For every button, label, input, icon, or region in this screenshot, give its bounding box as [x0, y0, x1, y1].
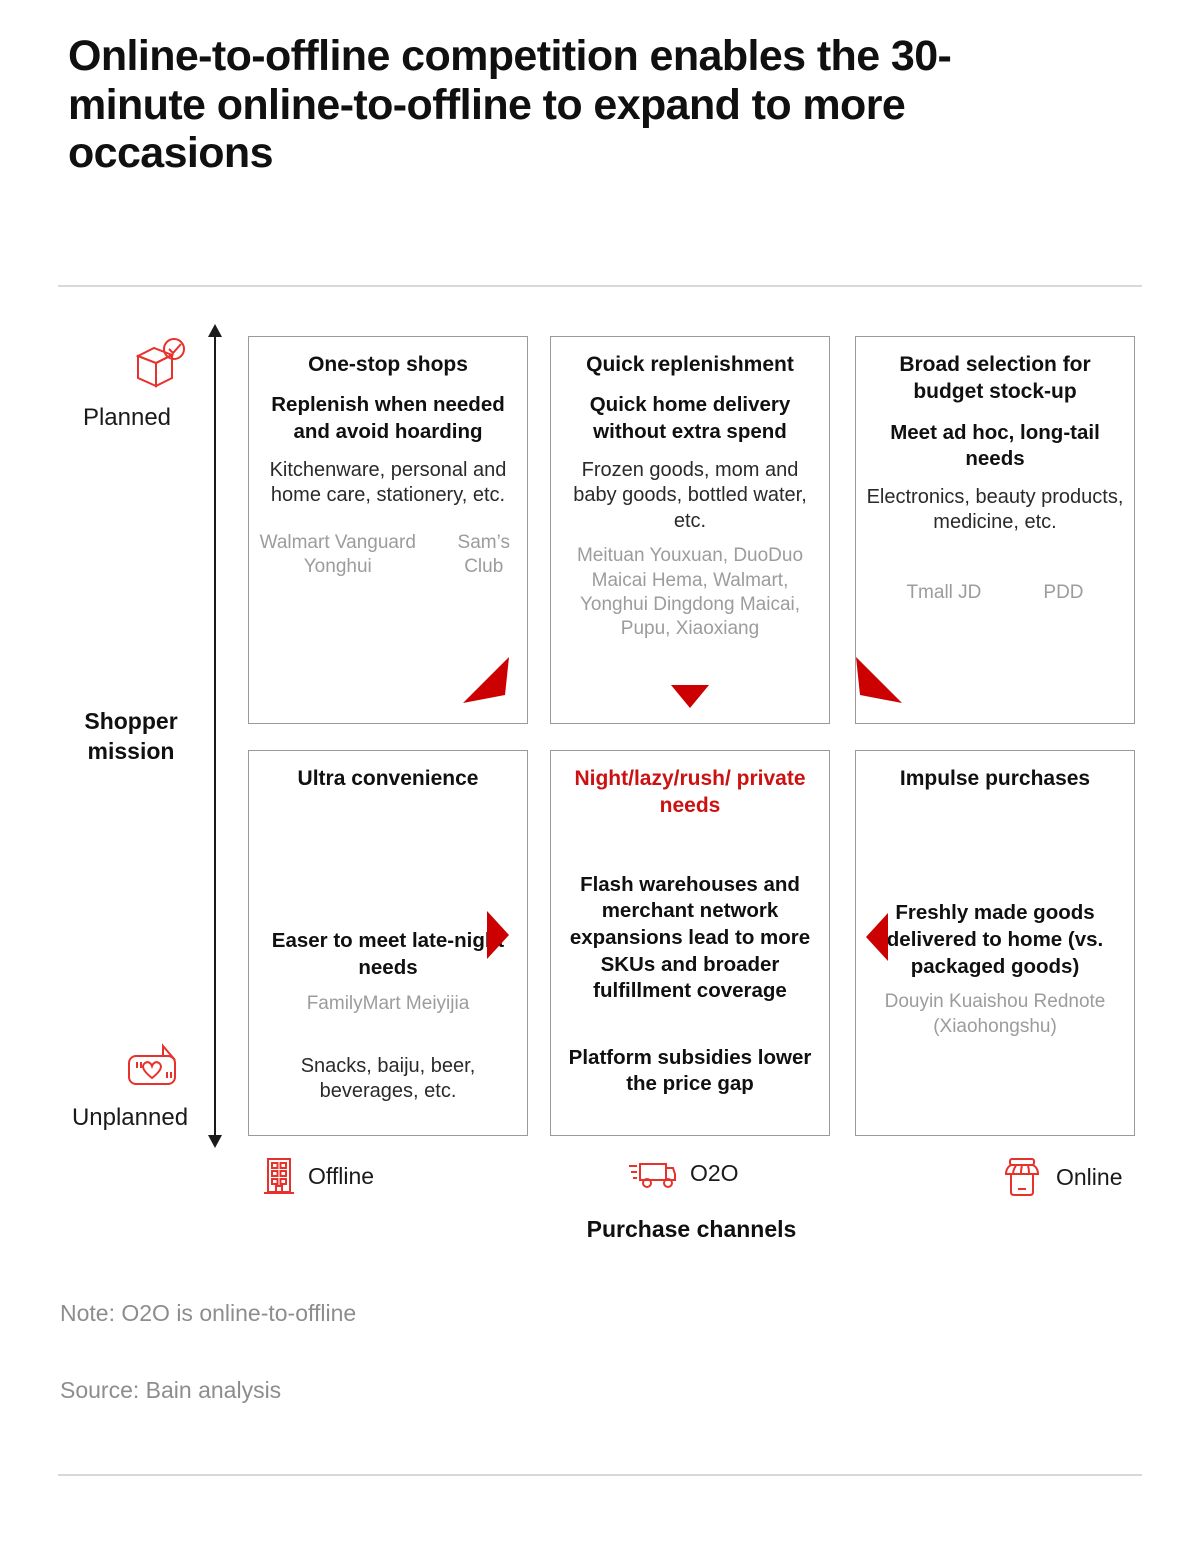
cell-header: Impulse purchases	[899, 767, 1091, 790]
brand-a: Tmall JD	[906, 582, 982, 604]
unplanned-heart-bubble-icon	[123, 1042, 185, 1099]
cell-brands: Tmall JD PDD	[866, 582, 1124, 604]
cell-subhead: Quick home delivery without extra spend	[589, 393, 791, 443]
cell-header: Quick replenishment	[586, 353, 794, 376]
cell-subhead: Freshly made goods delivered to home (vs…	[886, 901, 1104, 978]
channel-o2o[interactable]: O2O	[628, 1156, 739, 1190]
cell-subhead: Meet ad hoc, long-tail needs	[890, 420, 1100, 471]
cell-subhead: Replenish when needed and avoid hoarding	[271, 393, 505, 443]
channel-online[interactable]: Online	[1000, 1156, 1122, 1198]
cell-body: Frozen goods, mom and baby goods, bottle…	[573, 458, 807, 532]
cell-broad-selection[interactable]: Broad selection for budget stock-up Meet…	[855, 336, 1135, 724]
footer-note: Note: O2O is online-to-offline	[60, 1300, 357, 1326]
planned-box-check-icon	[128, 336, 192, 399]
red-diagonal-arrow-bottom-left-icon	[856, 655, 912, 712]
brand-group-left: Walmart Vanguard Yonghui	[259, 531, 416, 578]
x-axis-title: Purchase channels	[586, 1216, 797, 1242]
divider-bottom	[58, 1474, 1142, 1476]
cell-brands: FamilyMart Meiyijia	[306, 992, 470, 1014]
y-axis-title: Shopper mission	[84, 708, 178, 765]
red-diagonal-arrow-bottom-right-icon	[453, 655, 511, 712]
cell-header: Night/lazy/rush/ private needs	[574, 767, 806, 818]
page-title: Online-to-offline competition enables th…	[68, 32, 952, 178]
building-icon	[264, 1158, 294, 1194]
divider-top	[58, 285, 1142, 287]
cell-body: Electronics, beauty products, medicine, …	[866, 485, 1124, 534]
axis-label-planned: Planned	[82, 404, 172, 431]
cell-ultra-convenience[interactable]: Ultra convenience Easer to meet late-nig…	[248, 750, 528, 1136]
cell-header: One-stop shops	[308, 353, 468, 376]
axis-arrow-down-icon	[208, 1135, 222, 1148]
shopper-mission-axis	[208, 324, 222, 1148]
cell-subhead: Flash warehouses and merchant network ex…	[569, 872, 811, 1003]
cell-body: Snacks, baiju, beer, beverages, etc.	[300, 1054, 476, 1103]
brand-group-right: Sam’s Club	[457, 531, 510, 578]
storefront-icon	[1004, 1158, 1040, 1196]
channel-label: Offline	[308, 1162, 375, 1189]
cell-one-stop-shops[interactable]: One-stop shops Replenish when needed and…	[248, 336, 528, 724]
red-triangle-left-icon	[866, 913, 888, 961]
red-triangle-down-icon	[671, 685, 709, 708]
cell-quick-replenishment[interactable]: Quick replenishment Quick home delivery …	[550, 336, 830, 724]
cell-header: Broad selection for budget stock-up	[899, 353, 1091, 404]
brand-b: PDD	[1043, 582, 1084, 604]
cell-subhead: Easer to meet late-night needs	[271, 929, 505, 979]
cell-header: Ultra convenience	[297, 767, 479, 790]
channel-offline[interactable]: Offline	[262, 1156, 374, 1196]
cell-impulse-purchases[interactable]: Impulse purchases Freshly made goods del…	[855, 750, 1135, 1136]
cell-night-lazy-rush-private-needs[interactable]: Night/lazy/rush/ private needs Flash war…	[550, 750, 830, 1136]
cell-brands: Douyin Kuaishou Rednote (Xiaohongshu)	[884, 991, 1106, 1037]
axis-arrow-up-icon	[208, 324, 222, 337]
cell-brands: Walmart Vanguard Yonghui Sam’s Club	[259, 531, 517, 580]
cell-brands: Meituan Youxuan, DuoDuo Maicai Hema, Wal…	[576, 545, 804, 640]
footer-source: Source: Bain analysis	[60, 1377, 282, 1403]
red-triangle-right-icon	[487, 911, 509, 959]
cell-subhead-secondary: Platform subsidies lower the price gap	[568, 1045, 812, 1096]
channel-label: Online	[1056, 1163, 1123, 1190]
channel-label: O2O	[690, 1159, 739, 1186]
cell-body: Kitchenware, personal and home care, sta…	[269, 458, 507, 507]
axis-label-unplanned: Unplanned	[71, 1104, 189, 1131]
delivery-truck-icon	[629, 1163, 676, 1188]
